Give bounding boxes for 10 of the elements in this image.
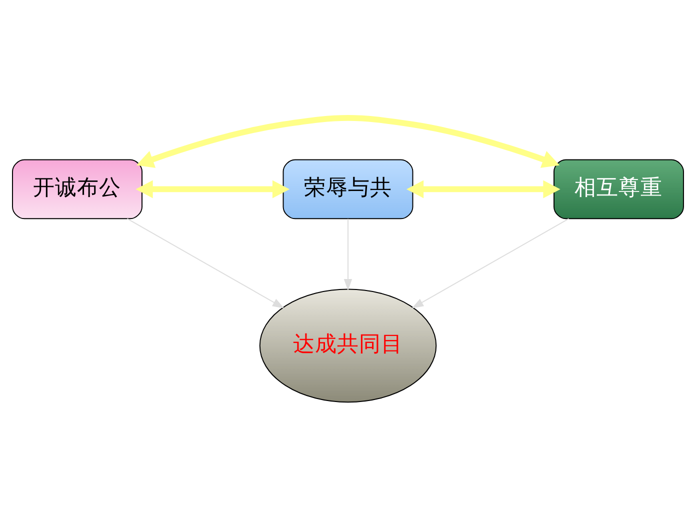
arrow: [136, 180, 290, 198]
node-box: 相互尊重: [554, 158, 684, 219]
arrow: [126, 218, 284, 308]
arrow: [344, 218, 352, 290]
arrow: [412, 218, 570, 308]
arrow: [406, 180, 560, 198]
node-box: 荣辱与共: [282, 158, 414, 219]
node-ellipse: 达成共同目: [259, 288, 437, 402]
arrow: [136, 114, 560, 168]
node-box: 开诚布公: [12, 158, 142, 219]
